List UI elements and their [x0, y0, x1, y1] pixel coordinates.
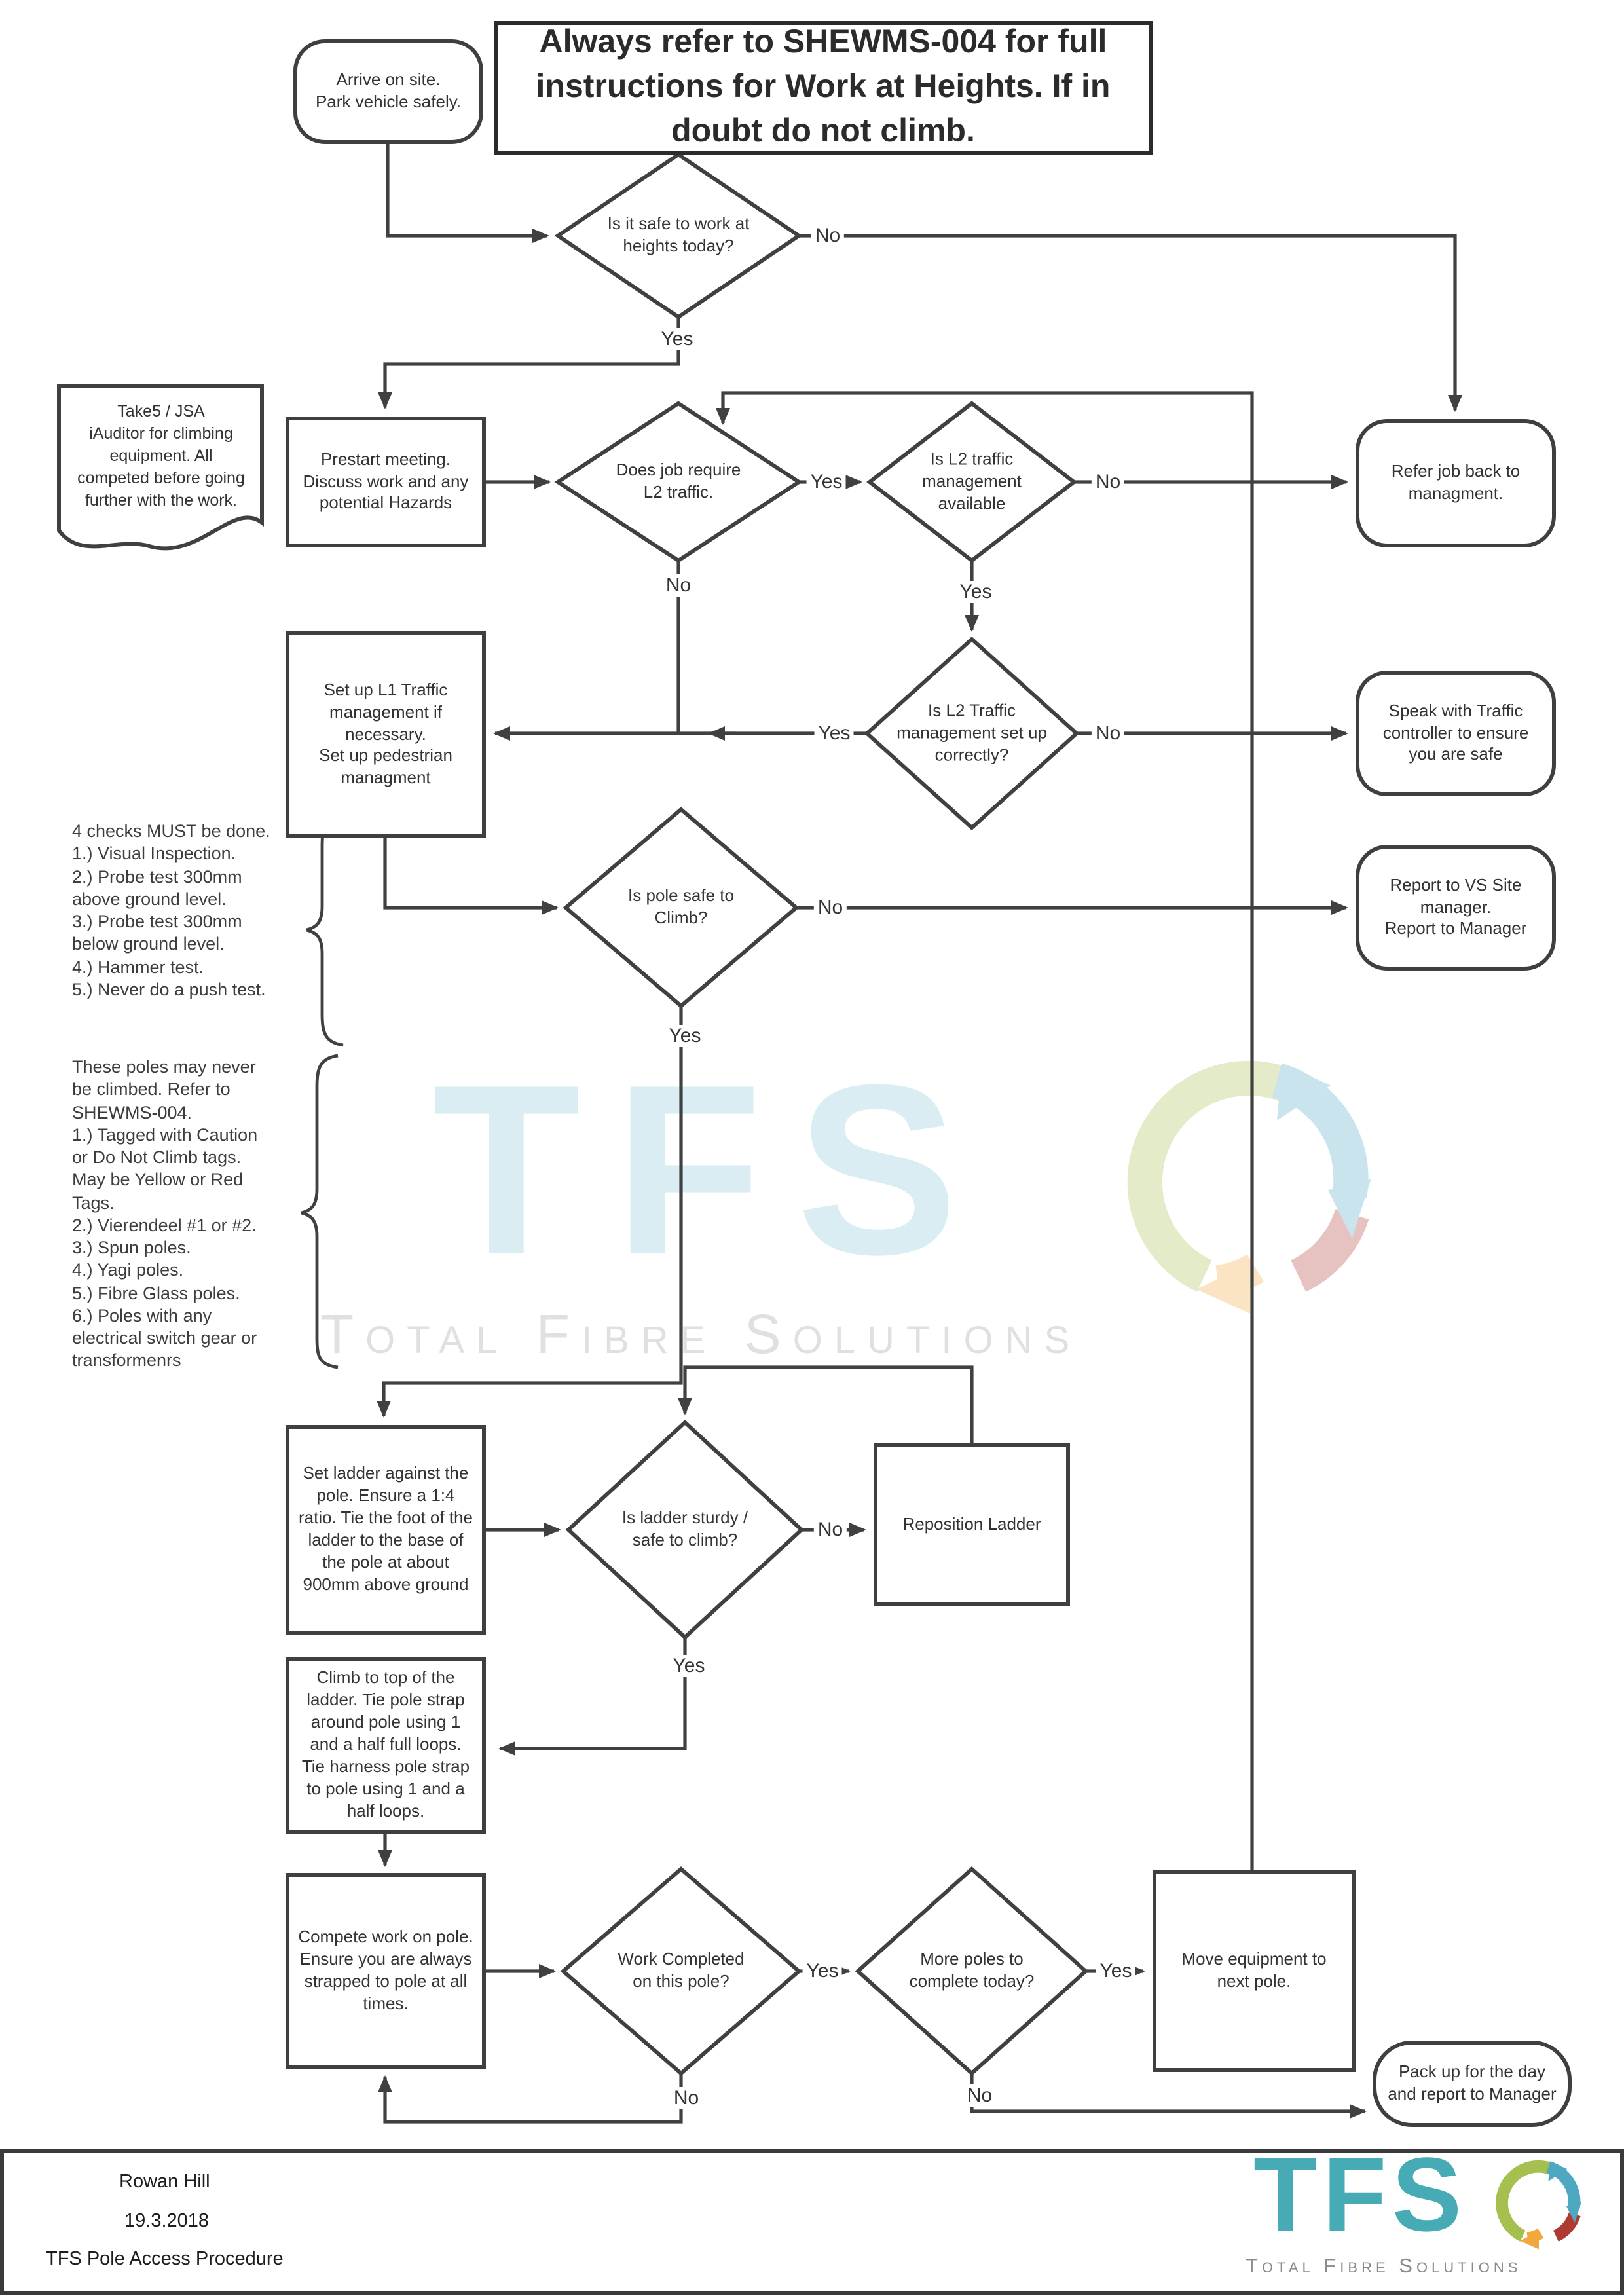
edge-morepoles-no-pack: [970, 2073, 1367, 2119]
label-no-workcompleted: No: [669, 2087, 703, 2109]
footer-author: Rowan Hill: [119, 2172, 210, 2193]
node-refer-back: Refer job back to managment.: [1356, 419, 1556, 547]
label-yes-setupcorrect: Yes: [814, 722, 855, 745]
edge-laddersturdy-yes-climb: [498, 1637, 687, 1756]
diamond-text-pole-safe: Is pole safe to Climb?: [628, 885, 734, 927]
label-no-morepoles: No: [963, 2084, 997, 2107]
footer-date: 19.3.2018: [124, 2211, 210, 2232]
label-yes-requirel2: Yes: [806, 471, 847, 493]
footer-logo: TFS Total Fibre Solutions: [1232, 2142, 1591, 2289]
watermark-tfs-letters: TFS: [432, 1036, 992, 1306]
label-yes-morepoles: Yes: [1096, 1960, 1136, 1982]
edge-safeheights-yes-prestart: [378, 317, 680, 409]
node-compete-work: Compete work on pole. Ensure you are alw…: [286, 1873, 486, 2069]
diamond-text-l2-available: Is L2 traffic management available: [922, 449, 1022, 513]
node-speak-traffic: Speak with Traffic controller to ensure …: [1356, 671, 1556, 796]
label-yes-polesafe: Yes: [665, 1025, 705, 1047]
footer: Rowan Hill 19.3.2018 TFS Pole Access Pro…: [0, 2142, 1624, 2295]
document-shape-take5: [57, 384, 264, 551]
note-never-climb: These poles may never be climbed. Refer …: [72, 1057, 258, 1371]
decision-diamonds: [554, 152, 1089, 2077]
diamond-text-more-poles: More poles to complete today?: [909, 1949, 1035, 1991]
diamond-text-ladder-sturdy: Is ladder sturdy / safe to climb?: [621, 1508, 748, 1549]
edge-workcompleted-no-loop: [378, 2073, 683, 2124]
label-no-polesafe: No: [813, 897, 847, 919]
diamond-pole-safe: [563, 807, 800, 1009]
edge-move-return-loop: [716, 391, 1254, 1870]
node-move-equipment: Move equipment to next pole.: [1153, 1870, 1356, 2072]
label-no-laddersturdy: No: [813, 1519, 847, 1541]
diamond-l2-setup: [864, 636, 1080, 831]
diamond-l2-available: [866, 401, 1077, 563]
diamond-safe-heights: [554, 152, 803, 320]
diamond-text-require-l2: Does job require L2 traffic.: [616, 460, 741, 502]
flow-connectors: [377, 144, 1462, 2124]
edge-arrive-to-safeheights: [386, 144, 549, 243]
node-reposition: Reposition Ladder: [874, 1443, 1070, 1606]
edge-setupl1-to-polesafe: [383, 838, 559, 915]
node-pack-up: Pack up for the day and report to Manage…: [1373, 2041, 1572, 2127]
brace-checks-note: [306, 813, 344, 1047]
diamond-work-completed: [560, 1866, 802, 2076]
label-no-setupcorrect: No: [1091, 722, 1125, 745]
node-setup-l1: Set up L1 Traffic management if necessar…: [286, 631, 486, 838]
watermark-caption: Total Fibre Solutions: [320, 1303, 1082, 1365]
label-yes-laddersturdy: Yes: [669, 1655, 709, 1677]
diamond-ladder-sturdy: [565, 1419, 805, 1640]
node-climb-top: Climb to top of the ladder. Tie pole str…: [286, 1657, 486, 1834]
diamond-more-poles: [855, 1866, 1089, 2077]
brace-neverclimb-note: [301, 1054, 339, 1369]
logo-caption: Total Fibre Solutions: [1246, 2255, 1522, 2278]
node-report-vs: Report to VS Site manager. Report to Man…: [1356, 845, 1556, 971]
title-banner: Always refer to SHEWMS-004 for full inst…: [494, 21, 1153, 155]
edge-safeheights-no-refer: [799, 234, 1462, 412]
label-yes-safeheights: Yes: [657, 328, 697, 350]
node-arrive: Arrive on site. Park vehicle safely.: [293, 39, 483, 144]
diamond-require-l2: [554, 401, 803, 563]
label-yes-workcompleted: Yes: [802, 1960, 843, 1982]
footer-doc-title: TFS Pole Access Procedure: [46, 2249, 284, 2270]
label-no-requirel2: No: [661, 574, 695, 597]
node-take5-note: Take5 / JSA iAuditor for climbing equipm…: [77, 402, 245, 509]
diamond-text-l2-setup: Is L2 Traffic management set up correctl…: [896, 700, 1047, 764]
logo-recycle-arrows-icon: [1492, 2156, 1586, 2250]
edge-reposition-loop: [678, 1365, 974, 1443]
note-4-checks: 4 checks MUST be done. 1.) Visual Inspec…: [72, 821, 270, 999]
label-yes-available: Yes: [955, 581, 996, 603]
logo-tfs-letters: TFS: [1253, 2136, 1467, 2253]
diamond-text-work-completed: Work Completed on this pole?: [618, 1949, 745, 1991]
label-no-safeheights: No: [811, 225, 845, 247]
node-prestart: Prestart meeting. Discuss work and any p…: [286, 417, 486, 547]
diamond-text-safe-heights: Is it safe to work at heights today?: [607, 213, 750, 255]
label-no-available: No: [1091, 471, 1125, 493]
node-set-ladder: Set ladder against the pole. Ensure a 1:…: [286, 1425, 486, 1635]
edge-polesafe-yes-setladder: [377, 1006, 683, 1418]
